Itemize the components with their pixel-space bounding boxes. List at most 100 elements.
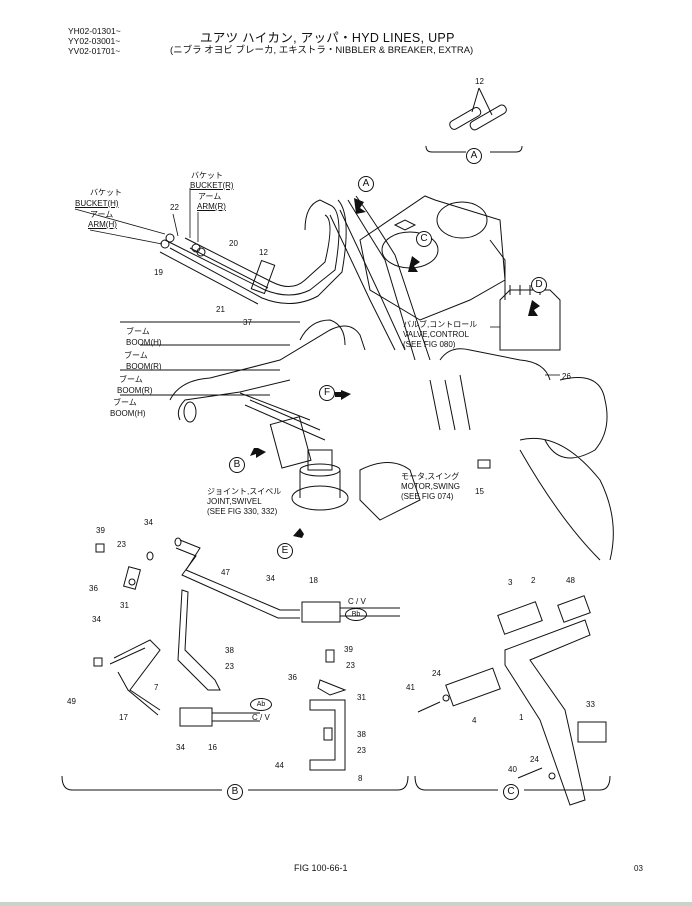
label-joint: JOINT,SWIVEL	[207, 497, 262, 506]
part-number: 31	[120, 601, 129, 610]
part-number: 36	[89, 584, 98, 593]
figure-number: FIG 100-66-1	[294, 863, 348, 873]
leader-lines	[74, 188, 560, 376]
part-number: 4	[472, 716, 477, 725]
control-valve-area	[359, 285, 614, 561]
label-boom-jp: ブーム	[119, 375, 143, 384]
label-valve-jp: バルブ,コントロール	[403, 320, 478, 329]
serial-range: YV02-01701~	[68, 46, 121, 56]
part-number: 1	[519, 713, 524, 722]
part-number: 2	[531, 576, 536, 585]
part-number: 39	[96, 526, 105, 535]
part-number: 34	[176, 743, 185, 752]
part-number: 16	[208, 743, 217, 752]
label-joint-jp: ジョイント,スイベル	[207, 487, 282, 496]
part-number: 20	[229, 239, 238, 248]
label-boom-jp: ブーム	[113, 398, 137, 407]
view-c-parts	[417, 595, 607, 806]
part-number: 7	[154, 683, 159, 692]
part-number: 34	[144, 518, 153, 527]
part-number: 47	[221, 568, 230, 577]
label-cv-bb: C / V	[348, 597, 366, 606]
part-number: 8	[358, 774, 363, 783]
part-number: 41	[406, 683, 415, 692]
label-joint-ref: (SEE FIG 330, 332)	[207, 507, 278, 516]
part-number: 33	[586, 700, 595, 709]
label-valve: VALVE,CONTROL	[403, 330, 469, 339]
page-title: ユアツ ハイカン, アッパ・HYD LINES, UPP	[200, 31, 455, 45]
serial-range-list: YH02-01301~ YY02-03001~ YV02-01701~	[68, 26, 121, 56]
view-arrows	[250, 198, 540, 538]
view-callout-f: F	[319, 385, 335, 401]
part-number: 12	[259, 248, 268, 257]
label-motor-jp: モータ,スイング	[401, 472, 460, 481]
part-number: 49	[67, 697, 76, 706]
section-brackets	[61, 775, 611, 791]
hydraulic-tank	[359, 195, 506, 321]
part-number: 3	[508, 578, 513, 587]
page-subtitle: (ニブラ オヨビ ブレーカ, エキストラ・NIBBLER & BREAKER, …	[170, 45, 474, 56]
label-motor-ref: (SEE FIG 074)	[401, 492, 454, 501]
view-callout-c: C	[503, 784, 519, 800]
port-badge-bb: Bb	[345, 608, 367, 621]
label-valve-ref: (SEE FIG 080)	[403, 340, 456, 349]
label-boom-h1: BOOM(H)	[126, 338, 162, 347]
part-number: 17	[119, 713, 128, 722]
part-number: 48	[566, 576, 575, 585]
serial-range: YY02-03001~	[68, 36, 121, 46]
view-callout-b-main: B	[229, 457, 245, 473]
label-arm-h-jp: アーム	[90, 210, 114, 219]
view-a-clamps	[425, 87, 523, 153]
view-callout-a-main: A	[358, 176, 374, 192]
part-number: 39	[344, 645, 353, 654]
part-number: 23	[225, 662, 234, 671]
part-number: 31	[357, 693, 366, 702]
part-number: 40	[508, 765, 517, 774]
part-number: 24	[432, 669, 441, 678]
part-number: 38	[225, 646, 234, 655]
label-cv-ab: C / V	[252, 713, 270, 722]
serial-range: YH02-01301~	[68, 26, 121, 36]
part-number: 22	[170, 203, 179, 212]
page-number: 03	[634, 864, 643, 873]
label-arm-h: ARM(H)	[88, 220, 117, 229]
label-bucket-h-jp: バケット	[90, 188, 122, 197]
part-number: 34	[266, 574, 275, 583]
part-number: 15	[475, 487, 484, 496]
swivel-joint	[291, 449, 349, 511]
label-motor: MOTOR,SWING	[401, 482, 460, 491]
label-bucket-r-jp: バケット	[191, 171, 223, 180]
label-boom-h2: BOOM(H)	[110, 409, 146, 418]
part-number: 23	[357, 746, 366, 755]
view-callout-e: E	[277, 543, 293, 559]
view-callout-d: D	[531, 277, 547, 293]
view-callout-a: A	[466, 148, 482, 164]
label-boom-r2: BOOM(R)	[117, 386, 153, 395]
part-number: 44	[275, 761, 284, 770]
label-bucket-h: BUCKET(H)	[75, 199, 119, 208]
part-number: 23	[117, 540, 126, 549]
label-boom-jp: ブーム	[126, 327, 150, 336]
view-b-parts	[93, 537, 400, 771]
port-badge-ab: Ab	[250, 698, 272, 711]
boom-bracket	[120, 319, 366, 469]
part-number: 34	[92, 615, 101, 624]
part-number: 26	[562, 372, 571, 381]
part-number: 38	[357, 730, 366, 739]
label-boom-jp: ブーム	[124, 351, 148, 360]
part-number: 21	[216, 305, 225, 314]
part-number: 18	[309, 576, 318, 585]
part-number: 37	[243, 318, 252, 327]
label-arm-r: ARM(R)	[197, 202, 226, 211]
part-number: 19	[154, 268, 163, 277]
label-boom-r1: BOOM(R)	[126, 362, 162, 371]
part-number: 36	[288, 673, 297, 682]
label-arm-r-jp: アーム	[198, 192, 222, 201]
part-number: 23	[346, 661, 355, 670]
part-number: 24	[530, 755, 539, 764]
part-number: 12	[475, 77, 484, 86]
view-callout-b: B	[227, 784, 243, 800]
label-bucket-r: BUCKET(R)	[190, 181, 234, 190]
page-bottom-edge	[0, 902, 692, 906]
